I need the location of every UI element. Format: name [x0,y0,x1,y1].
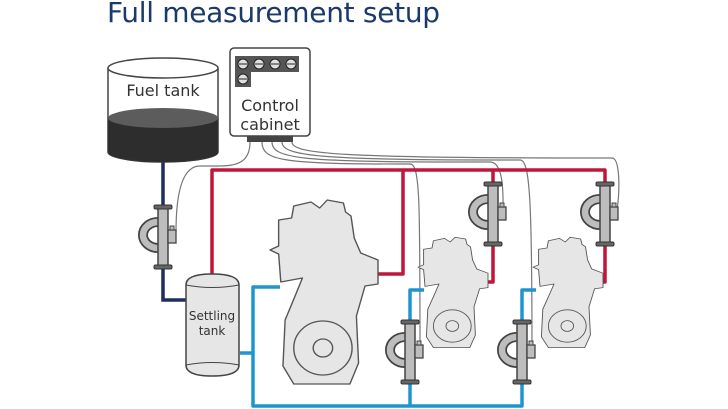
meter-display-icons [237,58,297,85]
main-engine [269,199,379,385]
flow-meter-return-aux2 [585,182,618,246]
fuel-tank-label: Fuel tank [126,81,200,100]
control-cabinet: Control cabinet [229,47,311,142]
auxiliary-engine-2 [532,236,604,349]
signal-cables [175,141,620,356]
settling-tank-label-1: Settling [189,309,235,323]
page-title: Full measurement setup [107,0,440,29]
flow-meter-feed-aux2 [502,320,535,384]
flow-meter-feed-aux1 [390,320,423,384]
settling-tank: Settling tank [185,273,240,377]
settling-tank-label-2: tank [199,324,226,338]
control-cabinet-label-1: Control [241,96,299,115]
fuel-tank: Fuel tank [107,57,219,163]
flow-meter-supply [143,205,176,269]
flow-meter-return-aux1 [473,182,506,246]
auxiliary-engine-1 [417,236,489,349]
control-cabinet-label-2: cabinet [240,115,299,134]
